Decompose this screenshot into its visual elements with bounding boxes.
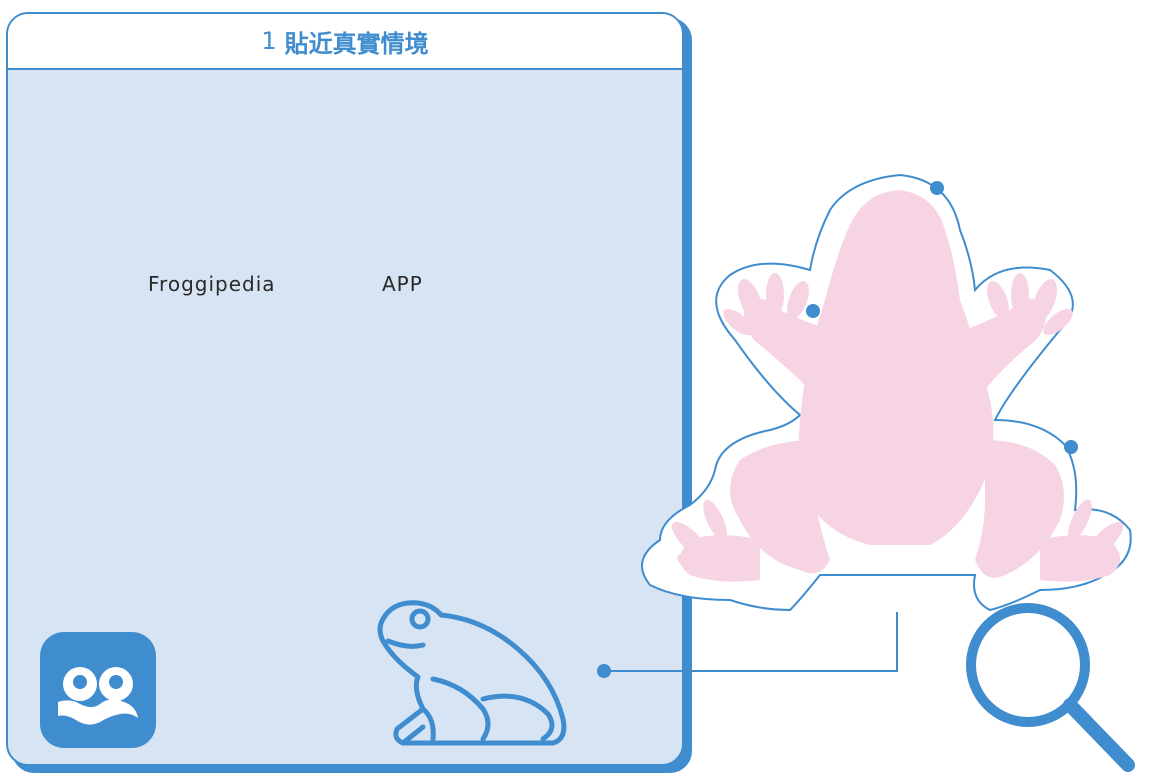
app-logo-icon[interactable] bbox=[40, 632, 156, 748]
card-header: 1 貼近真實情境 bbox=[8, 14, 682, 70]
app-name: Froggipedia bbox=[148, 272, 276, 296]
header-number: 1 bbox=[261, 27, 277, 55]
info-card: 1 貼近真實情境 Froggipedia APP bbox=[6, 12, 684, 766]
header-title: 貼近真實情境 bbox=[284, 29, 429, 58]
app-caption: Froggipedia APP bbox=[148, 272, 423, 296]
magnifier-icon bbox=[966, 603, 1135, 772]
app-suffix: APP bbox=[382, 272, 423, 296]
frog-outline-icon bbox=[377, 600, 567, 746]
